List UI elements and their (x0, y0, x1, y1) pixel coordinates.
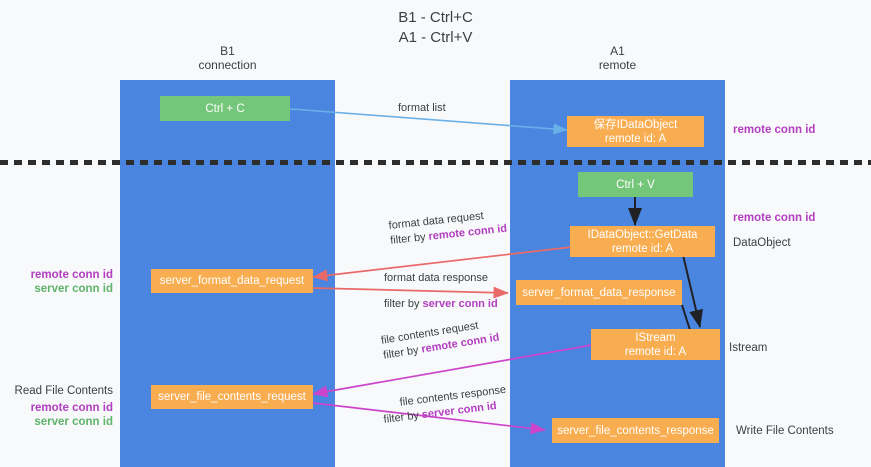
node-server-file-contents-request[interactable]: server_file_contents_request (151, 385, 313, 409)
node-istream[interactable]: IStream remote id: A (591, 329, 720, 360)
edge-label-format-list-text: format list (398, 102, 446, 114)
node-store-idataobject[interactable]: 保存IDataObject remote id: A (567, 116, 704, 147)
edge-label-file-contents-request: file contents request filter by remote c… (380, 316, 501, 364)
node-ctrl-v[interactable]: Ctrl + V (578, 172, 693, 197)
side-label-left-conn-ids-bottom: remote conn id server conn id (0, 401, 113, 429)
node-server-file-contents-request-label: server_file_contents_request (158, 391, 306, 403)
side-label-left-conn-ids-mid: remote conn id server conn id (0, 268, 113, 296)
side-label-text: remote conn id (733, 212, 816, 224)
column-header-b1-name: B1 (220, 44, 235, 58)
node-getdata-line1: IDataObject::GetData (587, 228, 698, 241)
node-idataobject-getdata[interactable]: IDataObject::GetData remote id: A (570, 226, 715, 257)
side-label-right-remote-conn-id-top: remote conn id (733, 123, 815, 137)
page-title: B1 - Ctrl+C A1 - Ctrl+V (0, 8, 871, 48)
side-label-write-file-contents: Write File Contents (736, 424, 834, 438)
node-ctrl-c[interactable]: Ctrl + C (160, 96, 290, 121)
side-label-istream: Istream (729, 341, 767, 355)
node-getdata-line2: remote id: A (611, 242, 674, 255)
side-label-server-conn-id: server conn id (34, 416, 113, 428)
side-label-text: Read File Contents (14, 385, 113, 397)
node-server-file-contents-response[interactable]: server_file_contents_response (552, 418, 719, 443)
edge-label-file-contents-response: file contents response filter by server … (381, 383, 509, 428)
node-server-format-data-request-label: server_format_data_request (159, 275, 305, 287)
column-header-a1-name: A1 (610, 44, 625, 58)
side-label-server-conn-id: server conn id (34, 283, 113, 295)
side-label-remote-conn-id: remote conn id (30, 269, 113, 281)
edge-label-format-data-response-text: format data response (384, 272, 488, 284)
side-label-text: Write File Contents (736, 425, 834, 437)
edge-label-format-data-response: format data response filter by server co… (384, 271, 498, 312)
side-label-read-file-contents: Read File Contents (0, 384, 113, 398)
column-header-a1: A1 remote (510, 44, 725, 72)
side-label-text: DataObject (733, 237, 791, 249)
edge-label-format-data-response-filter: filter by server conn id (384, 297, 498, 312)
node-istream-line1: IStream (635, 331, 676, 344)
node-server-format-data-response-label: server_format_data_response (522, 286, 676, 299)
column-header-a1-role: remote (598, 58, 637, 72)
column-header-b1: B1 connection (120, 44, 335, 72)
node-ctrl-v-label: Ctrl + V (616, 178, 655, 191)
node-server-format-data-response[interactable]: server_format_data_response (516, 280, 682, 305)
side-label-remote-conn-id: remote conn id (30, 402, 113, 414)
filter-prefix: filter by (389, 230, 430, 247)
phase-divider-dashed-line (0, 160, 871, 165)
title-line-2: A1 - Ctrl+V (398, 29, 473, 46)
side-label-right-remote-conn-id-mid: remote conn id (733, 211, 815, 225)
filter-value-server-conn-id: server conn id (422, 298, 498, 310)
side-label-dataobject: DataObject (733, 236, 791, 250)
node-istream-line2: remote id: A (624, 345, 687, 358)
node-server-format-data-request[interactable]: server_format_data_request (151, 269, 313, 293)
title-line-1: B1 - Ctrl+C (398, 9, 473, 26)
node-store-idataobject-line2: remote id: A (604, 132, 667, 145)
side-label-text: remote conn id (733, 124, 816, 136)
node-ctrl-c-label: Ctrl + C (205, 102, 245, 115)
column-header-b1-role: connection (198, 58, 257, 72)
filter-prefix: filter by (384, 298, 423, 310)
filter-prefix: filter by (382, 409, 423, 426)
node-server-file-contents-response-label: server_file_contents_response (557, 424, 714, 437)
edge-label-format-list: format list (398, 101, 446, 116)
side-label-text: Istream (729, 342, 768, 354)
node-store-idataobject-line1: 保存IDataObject (593, 118, 678, 131)
edge-label-format-data-request: format data request filter by remote con… (388, 207, 508, 249)
